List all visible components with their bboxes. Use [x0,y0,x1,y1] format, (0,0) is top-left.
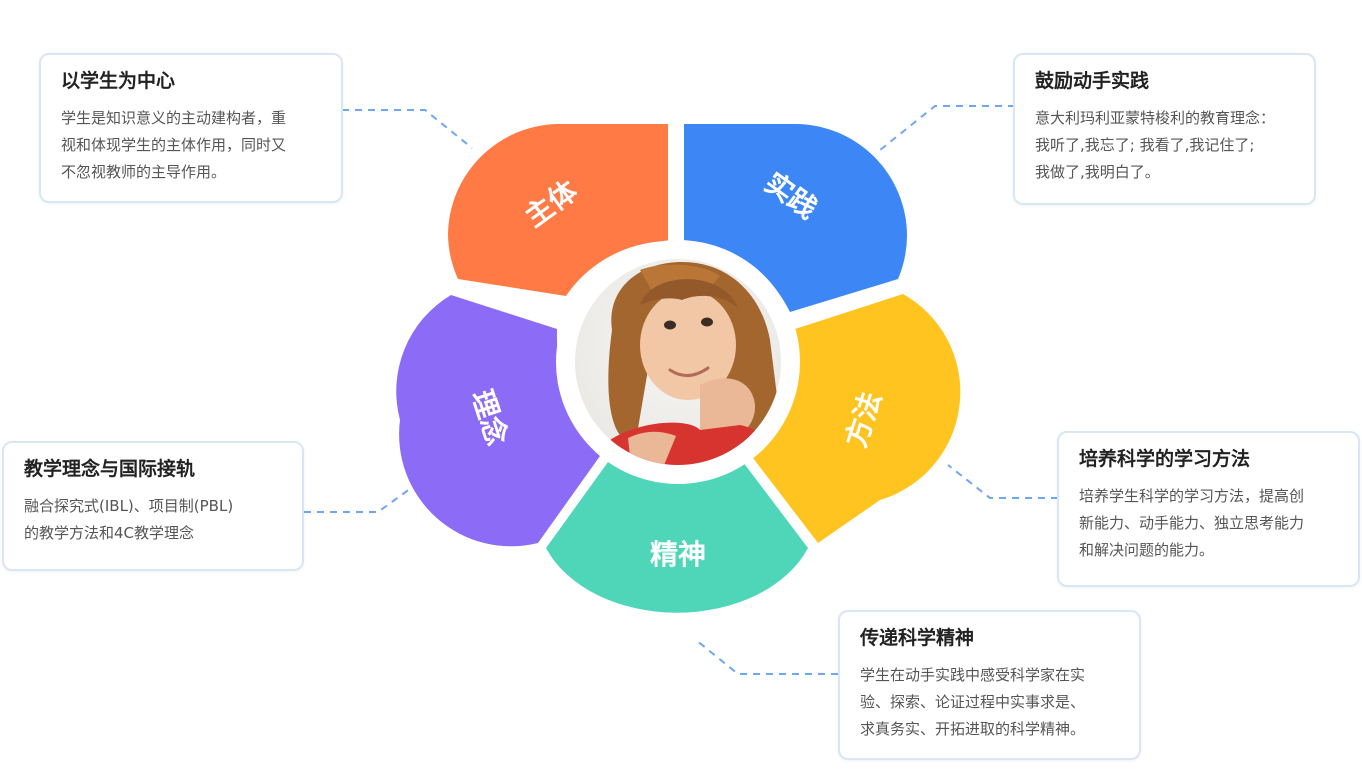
card-linian-body: 融合探究式(IBL)、项目制(PBL) 的教学方法和4C教学理念 [24,497,234,542]
connector-zhuti [342,109,473,149]
card-shijian-title: 鼓励动手实践 [1035,70,1150,92]
petal-linian-shape [396,295,600,547]
petal-fangfa-shape [753,294,961,543]
petal-shijian-shape [684,124,907,312]
card-zhuti-title: 以学生为中心 [61,70,176,92]
card-jingshen-body: 学生在动手实践中感受科学家在实 验、探索、论证过程中实事求是、 求真务实、开拓进… [860,666,1086,738]
card-zhuti: 以学生为中心 学生是知识意义的主动建构者，重 视和体现学生的主体作用，同时又 不… [39,53,343,203]
connector-fangfa [947,464,1058,499]
card-linian-title: 教学理念与国际接轨 [24,458,196,480]
connector-linian [304,477,426,513]
petal-linian[interactable]: 理念 [396,295,600,547]
petal-jingshen[interactable]: 精神 [546,462,808,613]
connector-jingshen [695,639,838,675]
petal-zhuti-shape [448,124,668,296]
card-linian: 教学理念与国际接轨 融合探究式(IBL)、项目制(PBL) 的教学方法和4C教学… [2,441,304,571]
connectors [304,105,1058,675]
card-fangfa-title: 培养科学的学习方法 [1079,448,1251,470]
petal-jingshen-shape [546,462,808,613]
connector-shijian [879,105,1015,151]
card-jingshen-title: 传递科学精神 [860,627,975,649]
card-jingshen: 传递科学精神 学生在动手实践中感受科学家在实 验、探索、论证过程中实事求是、 求… [838,610,1141,760]
petal-shijian[interactable]: 实践 [684,124,907,312]
petal-jingshen-label: 精神 [650,538,706,571]
center-photo [556,240,800,484]
petal-fangfa[interactable]: 方法 [753,294,961,543]
card-shijian: 鼓励动手实践 意大利玛利亚蒙特梭利的教育理念： 我听了,我忘了; 我看了,我记住… [1013,53,1316,205]
petal-zhuti[interactable]: 主体 [448,124,668,296]
card-fangfa-body: 培养学生科学的学习方法，提高创 新能力、动手能力、独立思考能力 和解决问题的能力… [1079,487,1305,559]
card-zhuti-body: 学生是知识意义的主动建构者，重 视和体现学生的主体作用，同时又 不忽视教师的主导… [61,109,287,181]
card-fangfa: 培养科学的学习方法 培养学生科学的学习方法，提高创 新能力、动手能力、独立思考能… [1057,431,1360,587]
card-shijian-body: 意大利玛利亚蒙特梭利的教育理念： 我听了,我忘了; 我看了,我记住了; 我做了,… [1035,109,1276,181]
